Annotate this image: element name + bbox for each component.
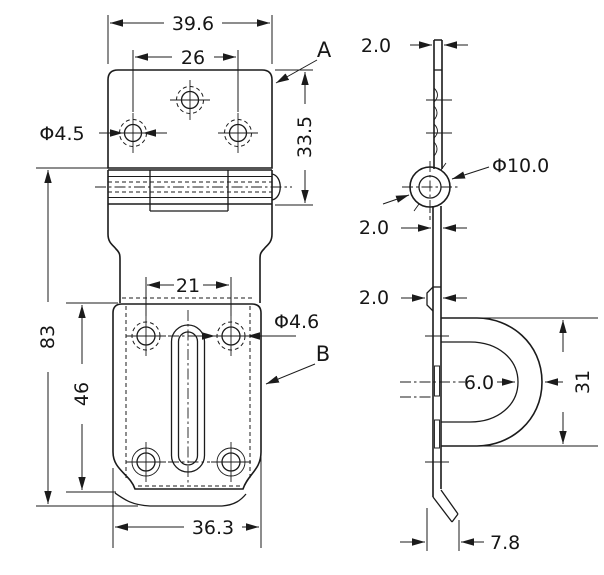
- leader-arrow: [265, 363, 316, 385]
- plate-b-hole-bottom-left: [126, 442, 166, 482]
- ext-line: [132, 50, 239, 112]
- dim-width-top: 39.6: [172, 13, 214, 35]
- plate-a-hole-right: [218, 113, 258, 153]
- dim-hole-dia-top: Φ4.5: [39, 123, 84, 145]
- hinge-hidden-lines: [108, 181, 272, 193]
- hinge-pin-cap: [271, 173, 281, 201]
- ext-line: [107, 15, 273, 64]
- plate-b-outline: [112, 303, 262, 490]
- plate-b-hole-bottom-right: [211, 442, 251, 482]
- leader-arrow: [275, 59, 318, 84]
- dim-width-bottom: 36.3: [192, 517, 234, 539]
- hinge-lines: [108, 176, 272, 198]
- hinge-band: [107, 169, 273, 205]
- hinge-assembly: [95, 169, 292, 212]
- countersink-bump: [426, 286, 434, 312]
- dim-thickness-top: 2.0: [361, 35, 391, 57]
- strap-right-edge: [259, 204, 273, 303]
- plate-b-bottom-lip: [114, 492, 247, 507]
- dim-hole-dia-bottom: Φ4.6: [274, 311, 319, 333]
- dim-arrow: [451, 166, 490, 180]
- dim-thickness-low: 2.0: [359, 287, 389, 309]
- ext-line: [112, 450, 262, 548]
- hole-crosshair: [211, 442, 251, 482]
- dim-arrow: [382, 194, 410, 205]
- ext-line: [145, 277, 232, 316]
- slot-hidden-edges: [434, 365, 440, 449]
- label-part-b: B: [316, 342, 330, 366]
- dim-thickness-mid: 2.0: [359, 217, 389, 239]
- strap-body: [107, 204, 273, 303]
- plate-b-hidden-strap: [122, 297, 254, 487]
- ext-line: [470, 317, 598, 447]
- dim-plate-a-height: 33.5: [294, 116, 316, 158]
- dim-plate-b-height: 46: [71, 382, 93, 406]
- bent-tab: [432, 489, 459, 523]
- dim-barrel-dia: Φ10.0: [492, 155, 549, 177]
- strap-left-edge: [107, 204, 121, 303]
- ext-line: [275, 69, 313, 206]
- plate-a-outline: [107, 69, 273, 169]
- plate-a-hole-top: [170, 80, 210, 120]
- ext-line: [36, 167, 138, 507]
- front-dimensions: 39.6 26 Φ4.5 A 33.5 83: [36, 13, 332, 548]
- side-dimensions: 2.0 Φ10.0 2.0 2.0 6.0 31: [359, 35, 598, 554]
- strap-edges: [432, 206, 442, 497]
- dim-tab-offset: 7.8: [490, 532, 520, 554]
- dim-total-height: 83: [37, 325, 59, 349]
- hole-crosshair: [211, 316, 251, 356]
- strip-a-hole-centerlines: [426, 99, 452, 134]
- front-view: 39.6 26 Φ4.5 A 33.5 83: [36, 13, 332, 548]
- plate-b-hole-top-right: [211, 316, 251, 356]
- staple-loop: [400, 317, 543, 447]
- side-view: 2.0 Φ10.0 2.0 2.0 6.0 31: [359, 35, 598, 554]
- barrel-seams: [413, 162, 447, 212]
- hole-crosshair: [126, 442, 166, 482]
- slot: [170, 310, 206, 484]
- dim-loop-wire: 6.0: [464, 372, 494, 394]
- side-strip-a: [426, 39, 452, 169]
- dim-hole-spacing-top: 26: [181, 47, 205, 69]
- strip-a-curl-arcs: [433, 87, 438, 157]
- label-part-a: A: [317, 38, 332, 62]
- strip-a-edges: [433, 39, 443, 169]
- hole-crosshair: [170, 80, 210, 120]
- barrel-centerlines: [402, 161, 458, 214]
- loop-inner: [441, 341, 519, 423]
- hole-row-centerlines: [168, 335, 210, 463]
- hole-crosshair: [218, 113, 258, 153]
- side-strap: [425, 206, 449, 497]
- side-hinge-barrel: [402, 161, 458, 214]
- plate-b-hole-top-left: [126, 316, 166, 356]
- dim-loop-height: 31: [572, 370, 594, 394]
- loop-centerlines: [400, 381, 465, 398]
- hole-crosshair: [126, 316, 166, 356]
- hinge-knuckle-splits: [149, 170, 229, 212]
- loop-outer: [441, 317, 543, 447]
- ext-line: [426, 508, 460, 551]
- ext-line: [66, 302, 118, 493]
- dim-hole-spacing-bottom: 21: [176, 275, 200, 297]
- strap-hole-centerlines: [425, 335, 449, 463]
